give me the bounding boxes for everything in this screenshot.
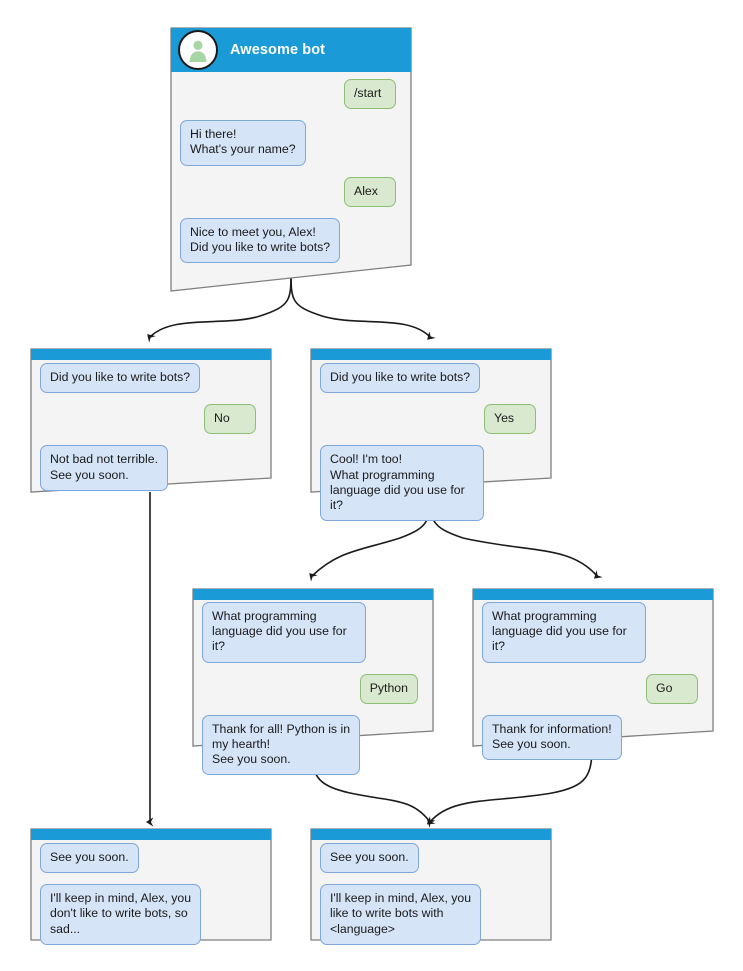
- bot-message-bubble: Cool! I'm too! What programming language…: [320, 445, 485, 522]
- message-row: Hi there! What's your name?: [180, 120, 402, 166]
- message-row: See you soon.: [40, 843, 262, 874]
- user-message-bubble: Python: [359, 673, 418, 704]
- node-root-messages: /start Hi there! What's your name? Alex …: [170, 79, 412, 274]
- message-row: /start: [180, 79, 402, 110]
- message-row: Not bad not terrible. See you soon.: [40, 445, 262, 491]
- message-row: Thank for information! See you soon.: [482, 714, 704, 761]
- node-end-no[interactable]: See you soon. I'll keep in mind, Alex, y…: [30, 828, 272, 945]
- user-message-bubble: No: [204, 404, 256, 435]
- node-python-branch-content: What programming language did you use fo…: [192, 588, 434, 776]
- message-row: What programming language did you use fo…: [482, 602, 704, 663]
- node-end-no-content: See you soon. I'll keep in mind, Alex, y…: [30, 828, 272, 945]
- node-python-branch[interactable]: What programming language did you use fo…: [192, 588, 434, 776]
- message-row: I'll keep in mind, Alex, you like to wri…: [320, 884, 542, 945]
- message-row: Yes: [320, 404, 542, 435]
- bot-message-bubble: What programming language did you use fo…: [202, 602, 367, 663]
- person-avatar-icon: [178, 29, 218, 70]
- bot-message-bubble: What programming language did you use fo…: [482, 602, 647, 663]
- bot-message-bubble: I'll keep in mind, Alex, you like to wri…: [320, 884, 482, 945]
- node-root-titlebar: Awesome bot: [170, 27, 412, 72]
- bot-title: Awesome bot: [230, 41, 326, 58]
- message-row: Nice to meet you, Alex! Did you like to …: [180, 217, 402, 264]
- bot-message-bubble: I'll keep in mind, Alex, you don't like …: [40, 884, 202, 945]
- node-root-content: Awesome bot /start Hi there! What's your…: [170, 27, 412, 293]
- bot-message-bubble: See you soon.: [320, 843, 419, 874]
- message-row: Alex: [180, 176, 402, 207]
- message-row: Thank for all! Python is in my hearth! S…: [202, 714, 424, 776]
- node-end-yes[interactable]: See you soon. I'll keep in mind, Alex, y…: [310, 828, 552, 945]
- node-go-branch-messages: What programming language did you use fo…: [472, 602, 714, 771]
- node-end-yes-content: See you soon. I'll keep in mind, Alex, y…: [310, 828, 552, 945]
- message-row: Did you like to write bots?: [40, 363, 262, 394]
- message-row: I'll keep in mind, Alex, you don't like …: [40, 884, 262, 945]
- node-no-branch-content: Did you like to write bots? No Not bad n…: [30, 348, 272, 494]
- user-message-bubble: /start: [344, 79, 396, 110]
- message-row: Go: [482, 673, 704, 704]
- user-message-bubble: Yes: [484, 404, 536, 435]
- message-row: Did you like to write bots?: [320, 363, 542, 394]
- message-row: Cool! I'm too! What programming language…: [320, 445, 542, 522]
- message-row: See you soon.: [320, 843, 542, 874]
- node-go-branch[interactable]: What programming language did you use fo…: [472, 588, 714, 761]
- node-yes-branch-content: Did you like to write bots? Yes Cool! I'…: [310, 348, 552, 522]
- bot-message-bubble: Did you like to write bots?: [40, 363, 201, 394]
- bot-message-bubble: Nice to meet you, Alex! Did you like to …: [180, 217, 341, 264]
- user-message-bubble: Alex: [344, 176, 396, 207]
- user-message-bubble: Go: [646, 673, 698, 704]
- message-row: No: [40, 404, 262, 435]
- bot-message-bubble: Not bad not terrible. See you soon.: [40, 445, 169, 491]
- node-end-no-messages: See you soon. I'll keep in mind, Alex, y…: [30, 843, 272, 956]
- node-yes-branch-messages: Did you like to write bots? Yes Cool! I'…: [310, 363, 552, 532]
- node-python-branch-messages: What programming language did you use fo…: [192, 602, 434, 786]
- node-root[interactable]: Awesome bot /start Hi there! What's your…: [170, 27, 412, 293]
- bot-message-bubble: Hi there! What's your name?: [180, 120, 306, 166]
- bot-message-bubble: Thank for all! Python is in my hearth! S…: [202, 714, 361, 776]
- node-yes-branch[interactable]: Did you like to write bots? Yes Cool! I'…: [310, 348, 552, 522]
- message-row: Python: [202, 673, 424, 704]
- node-no-branch[interactable]: Did you like to write bots? No Not bad n…: [30, 348, 272, 494]
- node-go-branch-content: What programming language did you use fo…: [472, 588, 714, 761]
- message-row: What programming language did you use fo…: [202, 602, 424, 663]
- bot-message-bubble: Did you like to write bots?: [320, 363, 481, 394]
- bot-message-bubble: See you soon.: [40, 843, 139, 874]
- node-end-yes-messages: See you soon. I'll keep in mind, Alex, y…: [310, 843, 552, 956]
- node-no-branch-messages: Did you like to write bots? No Not bad n…: [30, 363, 272, 502]
- bot-message-bubble: Thank for information! See you soon.: [482, 714, 622, 761]
